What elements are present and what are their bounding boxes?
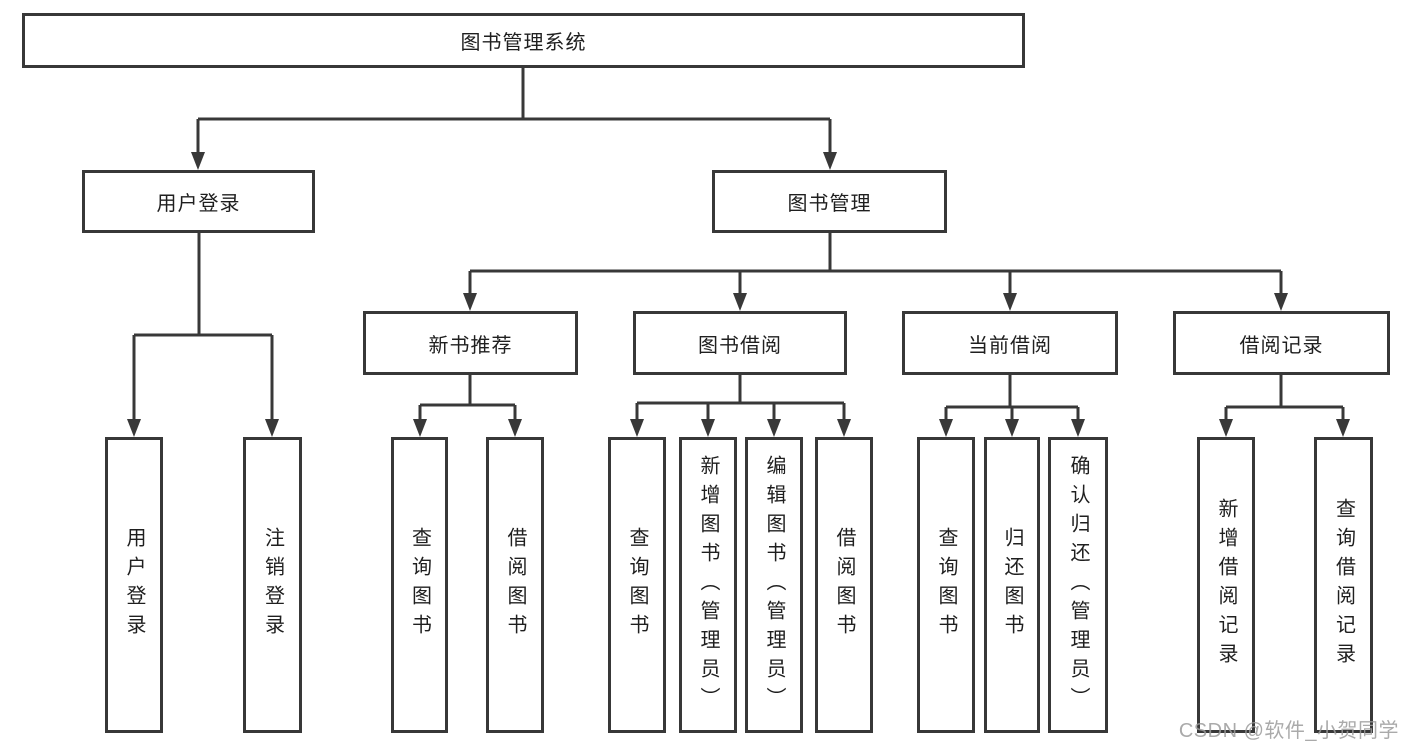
leaf-current-return-books-label: 归还图书 [1001,527,1023,643]
node-current-borrow: 当前借阅 [902,311,1118,375]
leaf-records-query-record-label: 查询借阅记录 [1332,498,1355,672]
leaf-records-add-record-label: 新增借阅记录 [1215,498,1237,672]
leaf-logout: 注销登录 [243,437,302,733]
leaf-recommend-query-books-label: 查询图书 [408,527,431,643]
leaf-borrow-add-books-admin-label: 新增图书（管理员） [697,454,719,716]
leaf-logout-label: 注销登录 [261,527,284,643]
leaf-records-add-record: 新增借阅记录 [1197,437,1255,733]
leaf-borrow-query-books-label: 查询图书 [626,527,648,643]
node-new-book-recommend: 新书推荐 [363,311,578,375]
node-borrow-records: 借阅记录 [1173,311,1390,375]
leaf-current-confirm-return-admin: 确认归还（管理员） [1048,437,1108,733]
node-book-management: 图书管理 [712,170,947,233]
csdn-watermark: CSDN @软件_小贺同学 [1178,720,1399,742]
leaf-records-query-record: 查询借阅记录 [1314,437,1373,733]
leaf-current-query-books-label: 查询图书 [935,527,957,643]
leaf-current-query-books: 查询图书 [917,437,975,733]
leaf-current-return-books: 归还图书 [984,437,1040,733]
leaf-recommend-borrow-books: 借阅图书 [486,437,544,733]
leaf-borrow-borrow-books-label: 借阅图书 [833,527,855,643]
leaf-borrow-edit-books-admin: 编辑图书（管理员） [745,437,803,733]
leaf-borrow-borrow-books: 借阅图书 [815,437,873,733]
node-user-login: 用户登录 [82,170,315,233]
leaf-borrow-add-books-admin: 新增图书（管理员） [679,437,737,733]
node-book-borrow: 图书借阅 [633,311,847,375]
leaf-current-confirm-return-admin-label: 确认归还（管理员） [1067,454,1089,716]
leaf-borrow-query-books: 查询图书 [608,437,666,733]
leaf-user-login-label: 用户登录 [123,527,145,643]
leaf-recommend-borrow-books-label: 借阅图书 [504,527,526,643]
leaf-user-login: 用户登录 [105,437,163,733]
leaf-borrow-edit-books-admin-label: 编辑图书（管理员） [763,454,785,716]
node-root: 图书管理系统 [22,13,1025,68]
leaf-recommend-query-books: 查询图书 [391,437,448,733]
